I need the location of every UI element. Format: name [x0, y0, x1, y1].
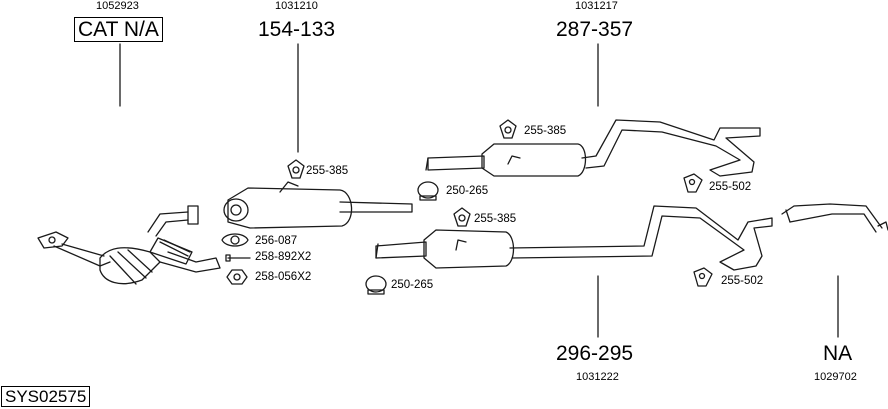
hanger-icon-lower [693, 267, 713, 287]
leader-lines [119, 43, 839, 338]
part-rubber-mount-lower[interactable]: 255-385 [474, 213, 517, 225]
rear-silencer-lower-code: 1031222 [576, 371, 619, 383]
catalytic-code: 1052923 [96, 0, 139, 12]
catalytic-label[interactable]: CAT N/A [74, 17, 163, 42]
rear-silencer-lower-label[interactable]: 296-295 [556, 342, 634, 365]
bolt-icon [225, 254, 251, 262]
rear-silencer-upper-code: 1031217 [575, 0, 618, 12]
clamp-icon-lower [365, 275, 387, 295]
part-clamp-lower[interactable]: 250-265 [391, 279, 434, 291]
rear-silencer-upper-label[interactable]: 287-357 [556, 18, 634, 41]
part-hanger-upper[interactable]: 255-502 [709, 181, 752, 193]
system-id-badge: SYS02575 [1, 386, 91, 407]
part-nut[interactable]: 258-056X2 [255, 271, 312, 283]
front-silencer-code: 1031210 [275, 0, 318, 12]
front-silencer-label[interactable]: 154-133 [258, 18, 336, 41]
mount-icon-upper [499, 119, 517, 139]
part-bolt[interactable]: 258-892X2 [255, 251, 312, 263]
hanger-icon-upper [683, 173, 703, 193]
part-clamp-upper[interactable]: 250-265 [446, 185, 489, 197]
nut-icon [226, 269, 248, 285]
part-rubber-mount-upper[interactable]: 255-385 [524, 125, 567, 137]
mount-icon-front [287, 159, 305, 179]
gasket-icon [221, 233, 249, 247]
part-gasket[interactable]: 256-087 [255, 235, 298, 247]
catalytic-converter-assembly [37, 205, 221, 285]
mount-icon-lower [453, 207, 471, 227]
rear-silencer-lower [375, 205, 773, 271]
tail-pipe-label[interactable]: NA [823, 342, 853, 365]
rear-silencer-upper [425, 119, 761, 177]
part-hanger-lower[interactable]: 255-502 [721, 275, 764, 287]
part-rubber-mount-front[interactable]: 255-385 [306, 165, 349, 177]
tail-pipe-code: 1029702 [814, 371, 857, 383]
tail-pipe [781, 203, 888, 233]
front-silencer [223, 181, 413, 229]
clamp-icon-upper [417, 181, 439, 201]
